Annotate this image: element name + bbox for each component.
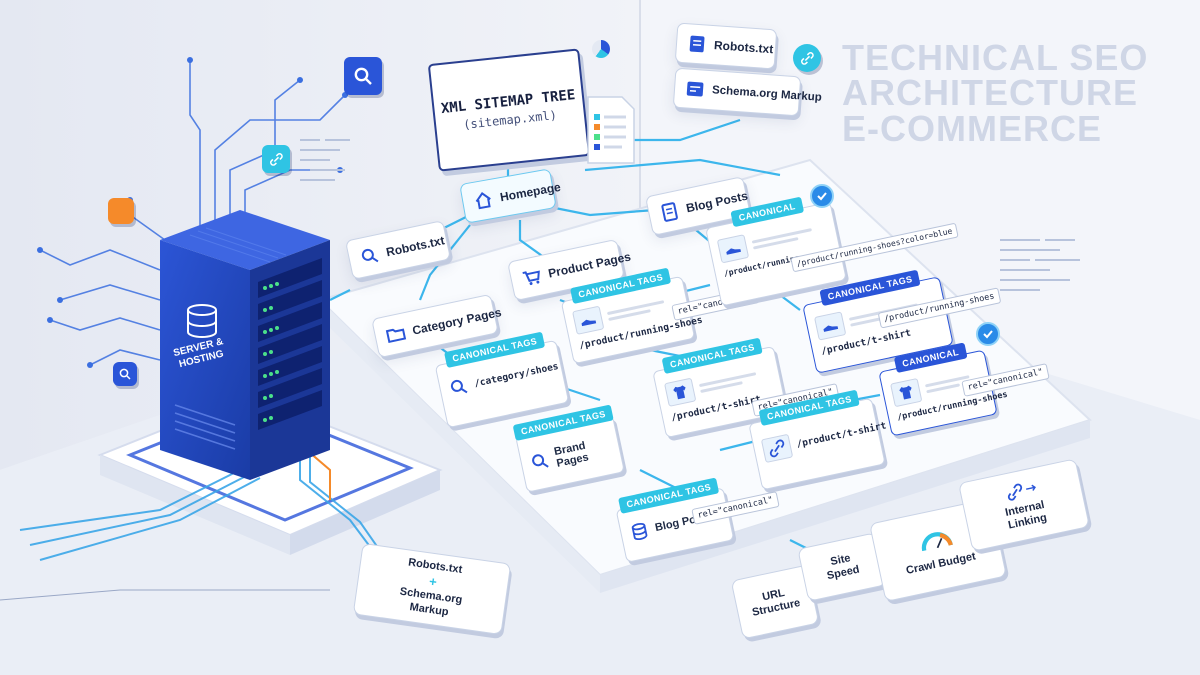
link-icon <box>760 433 794 464</box>
gauge-icon <box>921 531 953 551</box>
search-icon <box>447 375 471 399</box>
search-icon <box>358 244 382 268</box>
canonical-card-running-shoes-3[interactable]: CANONICAL /product/running-shoes <box>878 342 1008 437</box>
link-icon <box>1008 484 1037 501</box>
database-icon <box>628 520 652 544</box>
shoe-icon <box>813 311 847 341</box>
search-icon <box>344 57 382 95</box>
canonical-card-category-shoes[interactable]: CANONICAL TAGS /category/shoes <box>434 331 570 429</box>
shirt-icon <box>663 377 697 407</box>
node-blog-posts[interactable]: Blog Posts <box>644 176 752 236</box>
page-title: TECHNICAL SEO ARCHITECTURE E-COMMERCE <box>842 37 1149 149</box>
canonical-card-running-shoes-color[interactable]: CANONICAL /product/running- <box>705 196 847 307</box>
xml-sitemap-card[interactable]: XML SITEMAP TREE (sitemap.xml) <box>427 48 591 172</box>
metric-internal-linking[interactable]: Internal Linking <box>958 458 1090 552</box>
top-robots-card[interactable]: Robots.txt <box>674 22 778 70</box>
shoe-icon <box>571 305 605 335</box>
top-schema-card[interactable]: Schema.org Markup <box>672 67 822 117</box>
metric-crawl-budget[interactable]: Crawl Budget <box>869 497 1007 603</box>
pie-chart-icon <box>592 40 610 58</box>
shoe-icon <box>716 234 750 264</box>
node-robots[interactable]: Robots.txt <box>344 220 452 280</box>
canonical-card-running-shoes-2[interactable]: CANONICAL TAGS /product/t-shirt <box>802 269 954 374</box>
search-icon <box>528 450 552 474</box>
orange-block-icon <box>108 198 134 224</box>
cart-icon <box>520 265 544 289</box>
node-product-pages[interactable]: Product Pages <box>507 238 632 302</box>
search-icon-small <box>113 362 137 386</box>
shirt-icon <box>890 377 923 408</box>
canonical-card-tshirt-2[interactable]: CANONICAL TAGS /product/t-shirt <box>748 389 887 491</box>
link-icon-round <box>793 44 821 72</box>
folder-icon <box>384 322 408 346</box>
schema-icon <box>684 78 705 99</box>
canonical-card-tshirt-1[interactable]: CANONICAL TAGS /product/t-shirt <box>652 337 788 439</box>
node-homepage[interactable]: Homepage <box>459 168 562 224</box>
check-badge-icon <box>810 184 834 208</box>
canonical-card-blog-posts[interactable]: CANONICAL TAGS Blog Posts <box>615 477 735 563</box>
canonical-card-brand-pages[interactable]: CANONICAL TAGS Brand Pages <box>512 404 625 493</box>
canonical-card-running-shoes-1[interactable]: CANONICAL TAGS /product/running-shoes <box>560 267 704 365</box>
document-icon <box>686 33 707 54</box>
check-badge-icon <box>976 322 1000 346</box>
node-category-pages[interactable]: Category Pages <box>371 293 503 359</box>
link-icon <box>262 145 290 173</box>
document-icon <box>587 96 635 164</box>
home-icon <box>472 189 495 212</box>
document-icon <box>658 200 682 224</box>
server-rack <box>160 210 330 480</box>
